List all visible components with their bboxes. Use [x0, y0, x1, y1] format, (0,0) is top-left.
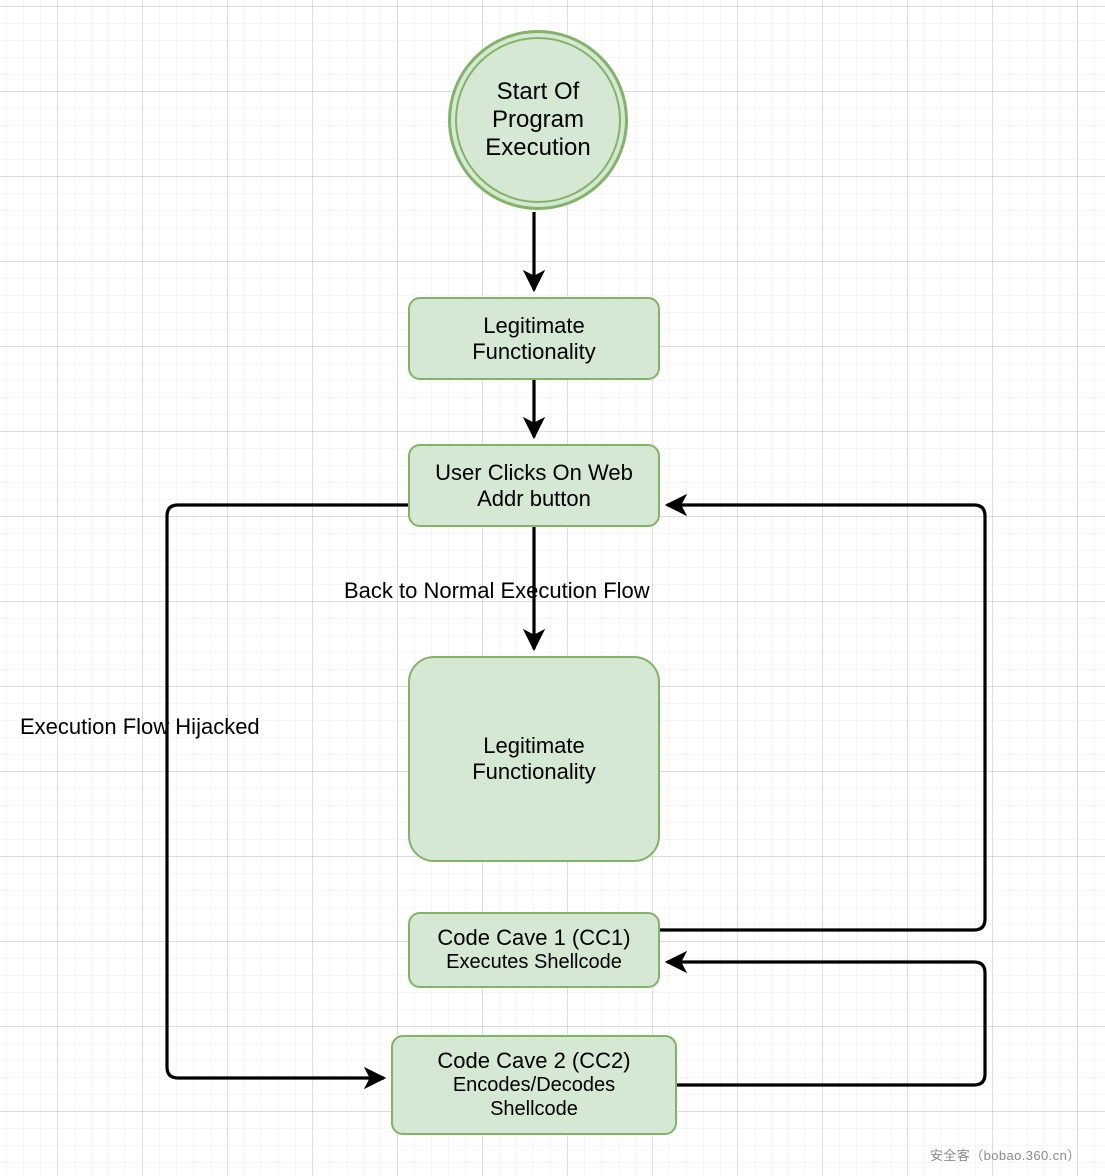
node-start-of-program-execution[interactable]: Start Of Program Execution — [448, 30, 628, 210]
node-start-line-1: Start Of — [496, 77, 580, 105]
node-legit2-line-2: Functionality — [472, 759, 596, 784]
node-start-line-3: Execution — [485, 134, 591, 162]
node-legit1-line-1: Legitimate — [483, 312, 585, 338]
node-userclicks-line-1: User Clicks On Web — [435, 459, 633, 485]
node-code-cave-1[interactable]: Code Cave 1 (CC1) Executes Shellcode — [408, 912, 660, 988]
node-legitimate-functionality-2[interactable]: Legitimate Functionality — [408, 656, 660, 862]
node-cc1-line-1: Code Cave 1 (CC1) — [437, 925, 631, 951]
start-node-inner-ring — [455, 37, 621, 203]
edge-cc1-to-userclicks — [660, 493, 987, 932]
edge-label-execution-flow-hijacked: Execution Flow Hijacked — [20, 714, 260, 739]
node-start-label: Start Of Program Execution — [485, 78, 590, 163]
node-code-cave-2[interactable]: Code Cave 2 (CC2) Encodes/Decodes Shellc… — [391, 1035, 677, 1135]
node-user-clicks-on-web-addr-button[interactable]: User Clicks On Web Addr button — [408, 444, 660, 527]
edge-label-back-to-normal-execution-flow: Back to Normal Execution Flow — [344, 578, 650, 603]
node-legit2-line-1: Legitimate — [483, 733, 585, 759]
node-cc2-line-3: Shellcode — [490, 1097, 578, 1120]
node-legit1-line-2: Functionality — [472, 338, 596, 364]
node-cc2-line-2: Encodes/Decodes — [452, 1074, 616, 1097]
node-legitimate-functionality-1[interactable]: Legitimate Functionality — [408, 297, 660, 380]
node-cc1-line-2: Executes Shellcode — [446, 951, 622, 974]
edge-cc2-to-cc1 — [664, 950, 987, 1087]
node-cc2-line-1: Code Cave 2 (CC2) — [437, 1048, 631, 1074]
node-start-line-2: Program — [491, 105, 585, 133]
watermark: 安全客（bobao.360.cn） — [930, 1148, 1081, 1163]
node-userclicks-line-2: Addr button — [477, 485, 591, 511]
